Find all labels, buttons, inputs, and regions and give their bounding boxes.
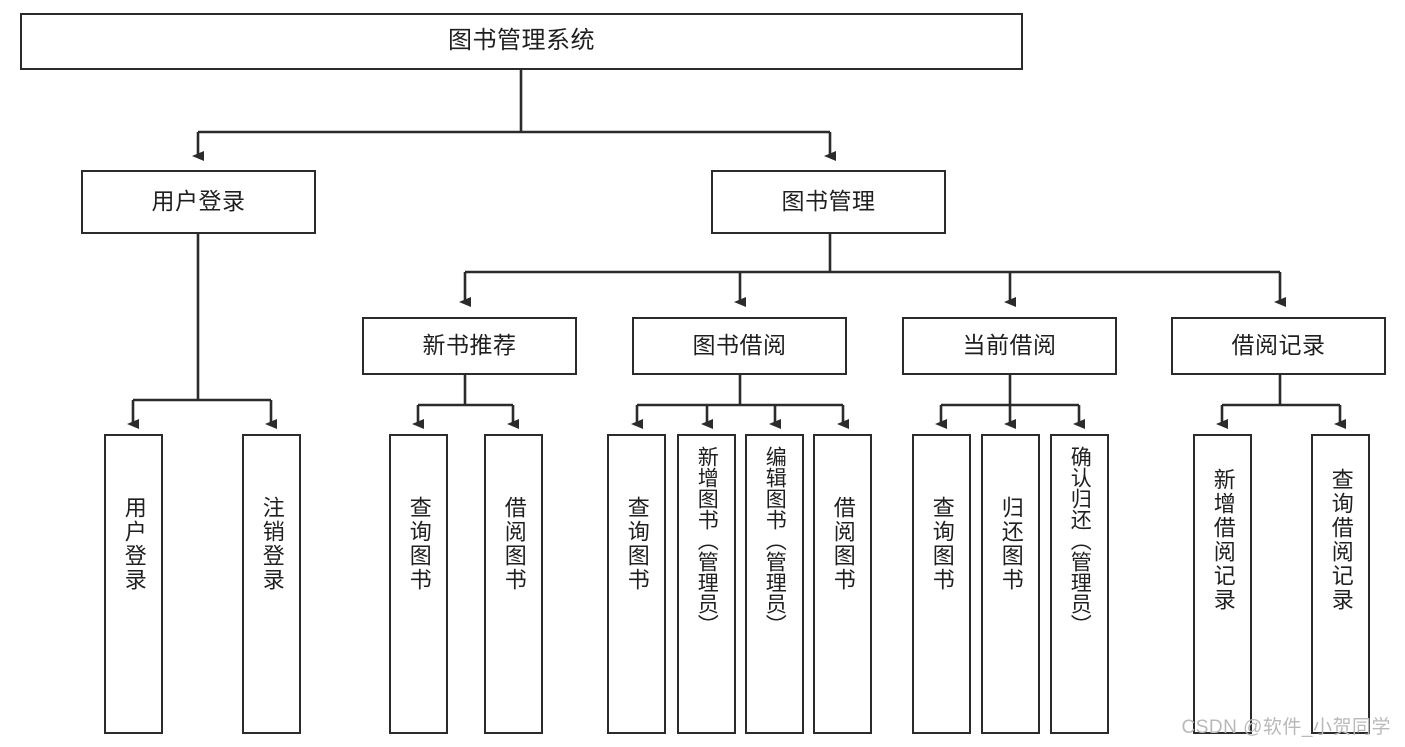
leaf-confirm-return-admin[interactable]: 确认归还（管理员） [1050,434,1109,734]
node-book-borrowing[interactable]: 图书借阅 [632,317,847,375]
node-label: 图书管理系统 [448,27,595,55]
node-book-management-system[interactable]: 图书管理系统 [20,13,1023,70]
csdn-watermark: CSDN @软件_小贺同学 [1181,717,1391,738]
node-label: 新增图书（管理员） [695,446,719,635]
leaf-query-borrowing-record[interactable]: 查询借阅记录 [1311,434,1370,734]
leaf-add-book-admin[interactable]: 新增图书（管理员） [677,434,736,734]
leaf-return-book[interactable]: 归还图书 [981,434,1040,734]
node-book-management[interactable]: 图书管理 [711,170,946,234]
node-user-login[interactable]: 用户登录 [81,170,316,234]
node-label: 查询图书 [406,496,432,592]
node-borrowing-record[interactable]: 借阅记录 [1171,317,1386,375]
node-new-book-recommendation[interactable]: 新书推荐 [362,317,577,375]
node-label: 借阅图书 [501,496,527,592]
node-label: 注销登录 [259,496,285,592]
leaf-borrow-book-1[interactable]: 借阅图书 [484,434,543,734]
node-label: 借阅图书 [830,496,856,592]
leaf-query-book-1[interactable]: 查询图书 [389,434,448,734]
node-label: 新增借阅记录 [1210,468,1236,612]
node-label: 新书推荐 [422,332,517,359]
leaf-edit-book-admin[interactable]: 编辑图书（管理员） [745,434,804,734]
node-label: 确认归还（管理员） [1068,446,1092,635]
leaf-borrow-book-2[interactable]: 借阅图书 [813,434,872,734]
node-label: 用户登录 [121,496,147,592]
node-label: 查询图书 [929,496,955,592]
node-label: 当前借阅 [962,332,1057,359]
node-current-borrowing[interactable]: 当前借阅 [902,317,1117,375]
node-label: 图书管理 [781,188,876,215]
node-label: 查询图书 [624,496,650,592]
leaf-add-borrowing-record[interactable]: 新增借阅记录 [1193,434,1252,734]
leaf-query-book-3[interactable]: 查询图书 [912,434,971,734]
leaf-user-login[interactable]: 用户登录 [104,434,163,734]
node-label: 图书借阅 [692,332,787,359]
node-label: 归还图书 [998,496,1024,592]
leaf-logout[interactable]: 注销登录 [242,434,301,734]
node-label: 借阅记录 [1231,332,1326,359]
node-label: 查询借阅记录 [1328,468,1354,612]
leaf-query-book-2[interactable]: 查询图书 [607,434,666,734]
node-label: 用户登录 [151,188,246,215]
node-label: 编辑图书（管理员） [763,446,787,635]
